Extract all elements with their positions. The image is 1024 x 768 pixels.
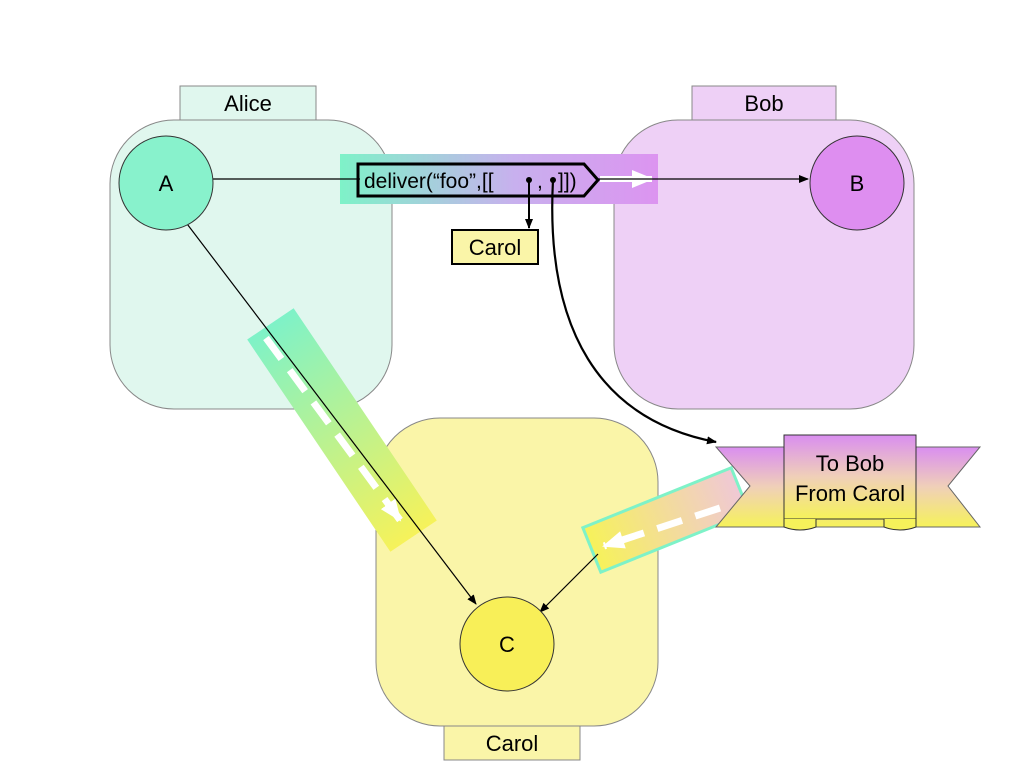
banner-line-1: To Bob <box>816 451 885 476</box>
ref-line-banner-to-c <box>539 553 599 613</box>
carol-ref-box-label: Carol <box>469 235 522 260</box>
ref-curve-arg-to-banner <box>551 179 717 445</box>
object-a: A <box>118 135 214 231</box>
carol-vat-tab <box>443 725 581 761</box>
ref-line-a-to-c <box>177 211 477 605</box>
alice-vat-tab <box>179 85 317 121</box>
message-box: deliver(“foo”,[[ , ]]) <box>356 162 600 198</box>
carol-vat: Carol <box>375 417 659 761</box>
message-text-suffix: ]]) <box>558 170 577 193</box>
object-c-label: C <box>499 632 515 657</box>
object-b-circle <box>809 135 905 231</box>
carol-ref-box: Carol <box>451 229 539 265</box>
object-a-circle <box>118 135 214 231</box>
bob-vat-label: Bob <box>744 91 783 116</box>
pipe-flow-arrow-right <box>602 504 722 550</box>
object-c-circle <box>459 596 555 692</box>
carol-ref-box-rect <box>451 229 539 265</box>
bob-vat-tab <box>691 85 837 121</box>
message-text-prefix: deliver(“foo”,[[ <box>364 170 494 193</box>
object-a-label: A <box>159 171 174 196</box>
alice-vat: Alice <box>109 85 393 410</box>
message-text-sep: , <box>537 170 543 193</box>
bob-vat: Bob <box>613 85 915 410</box>
message-box-outline <box>356 162 600 198</box>
banner-scroll-curl-left <box>783 519 817 531</box>
banner-scroll <box>783 434 917 520</box>
carol-vat-label: Carol <box>486 731 539 756</box>
banner-scroll-curl-right <box>883 519 917 531</box>
object-c: C <box>459 596 555 692</box>
object-b-label: B <box>850 171 865 196</box>
to-bob-from-carol-banner: To Bob From Carol <box>714 434 982 531</box>
banner-line-2: From Carol <box>795 481 905 506</box>
object-b: B <box>809 135 905 231</box>
alice-vat-label: Alice <box>224 91 272 116</box>
